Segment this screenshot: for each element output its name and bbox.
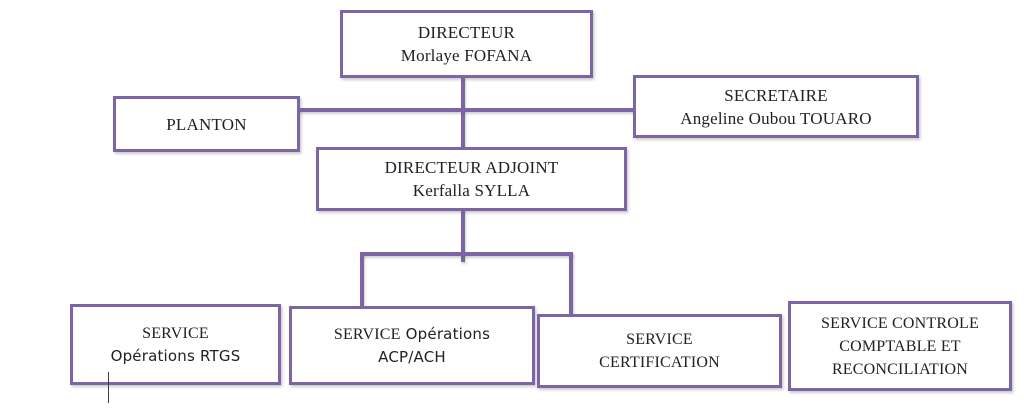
node-directeur-adjoint[interactable]: DIRECTEUR ADJOINT Kerfalla SYLLA	[316, 147, 627, 211]
node-service-certification[interactable]: SERVICE CERTIFICATION	[537, 314, 782, 388]
node-title-line2: CERTIFICATION	[599, 354, 720, 371]
node-title: PLANTON	[166, 114, 247, 134]
node-title: DIRECTEUR ADJOINT	[384, 158, 559, 177]
node-title-line2: COMPTABLE ET	[839, 337, 961, 355]
node-service-rtgs[interactable]: SERVICE Opérations RTGS	[70, 304, 281, 385]
node-directeur[interactable]: DIRECTEUR Morlaye FOFANA	[340, 10, 593, 78]
connector-planton-secretaire	[295, 108, 635, 112]
node-person-name: Angeline Oubou TOUARO	[680, 108, 872, 128]
node-title-line3: RECONCILIATION	[831, 360, 969, 378]
node-subtitle: Opérations RTGS	[110, 346, 241, 365]
node-planton[interactable]: PLANTON	[113, 96, 300, 152]
connector-drop-acp-ach	[360, 252, 364, 309]
connector-directeur-to-adjoint	[461, 77, 465, 150]
node-person-name: Morlaye FOFANA	[400, 46, 533, 65]
node-title: SECRETAIRE	[724, 85, 828, 105]
node-title-sans: Opérations	[405, 324, 491, 343]
node-title: SERVICE	[626, 331, 693, 348]
node-title: SERVICE	[142, 324, 209, 342]
node-service-controle[interactable]: SERVICE CONTROLE COMPTABLE ET RECONCILIA…	[788, 301, 1012, 391]
stray-cursor-line	[108, 372, 109, 403]
node-title: SERVICE CONTROLE	[821, 314, 979, 332]
node-person-name: Kerfalla SYLLA	[412, 181, 531, 200]
node-subtitle: ACP/ACH	[378, 347, 446, 366]
node-title: DIRECTEUR	[417, 23, 516, 42]
connector-drop-certification	[569, 252, 573, 317]
connector-adjoint-stub	[461, 209, 465, 262]
node-secretaire[interactable]: SECRETAIRE Angeline Oubou TOUARO	[633, 75, 919, 138]
node-title-serif: SERVICE	[333, 325, 401, 343]
connector-services-horizontal	[360, 252, 573, 256]
